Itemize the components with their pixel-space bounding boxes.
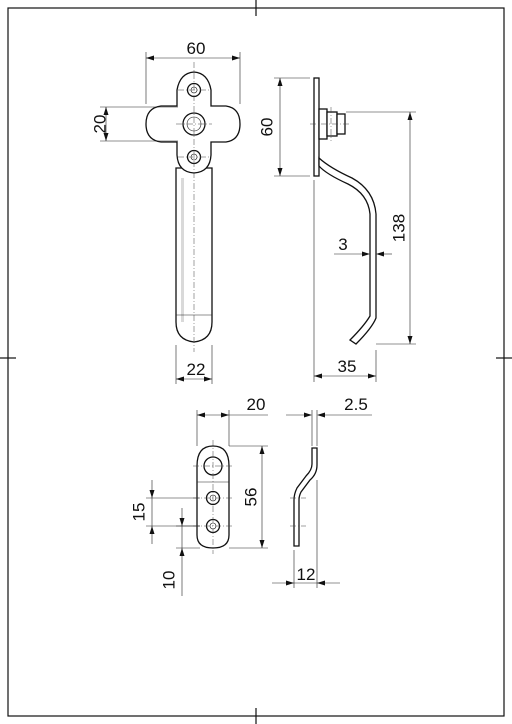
dim-label-keeper-height: 56	[241, 488, 260, 507]
dim-label-keeper-thickness: 2.5	[344, 395, 368, 414]
dimension-keeper-width: 20	[196, 395, 268, 446]
dim-label-handle-grip-width: 22	[187, 360, 206, 379]
keeper-side-view	[290, 447, 318, 547]
dimension-side-length: 138	[346, 111, 416, 345]
keeper-front-view	[193, 440, 233, 554]
dimension-keeper-depth: 12	[272, 480, 340, 588]
dim-label-keeper-width: 20	[247, 395, 266, 414]
dim-label-handle-hole-spacing: 20	[90, 115, 109, 134]
dim-label-side-length: 138	[389, 214, 408, 242]
dim-label-keeper-depth: 12	[297, 565, 316, 584]
dim-label-side-offset: 35	[338, 357, 357, 376]
dimension-handle-hole-spacing: 20	[90, 106, 178, 142]
dimension-keeper-height: 56	[229, 445, 268, 549]
handle-front-view	[145, 62, 241, 352]
dim-label-handle-width: 60	[187, 39, 206, 58]
dim-label-keeper-edge-distance: 10	[159, 571, 178, 590]
dimension-side-offset: 35	[313, 180, 377, 382]
dim-label-side-thickness: 3	[338, 235, 347, 254]
dimension-keeper-edge-distance: 10	[159, 508, 200, 596]
dimension-handle-width: 60	[145, 39, 241, 104]
handle-side-view	[310, 77, 377, 345]
dim-label-side-plate-height: 60	[257, 118, 276, 137]
dimension-keeper-thickness: 2.5	[286, 395, 372, 446]
dimension-keeper-hole-spacing: 15	[129, 480, 200, 544]
dimension-side-thickness: 3	[334, 235, 392, 257]
dimension-handle-grip-width: 22	[175, 345, 213, 384]
dimension-side-plate-height: 60	[257, 77, 310, 177]
sheet-border	[7, 7, 505, 717]
dim-label-keeper-hole-spacing: 15	[129, 503, 148, 522]
